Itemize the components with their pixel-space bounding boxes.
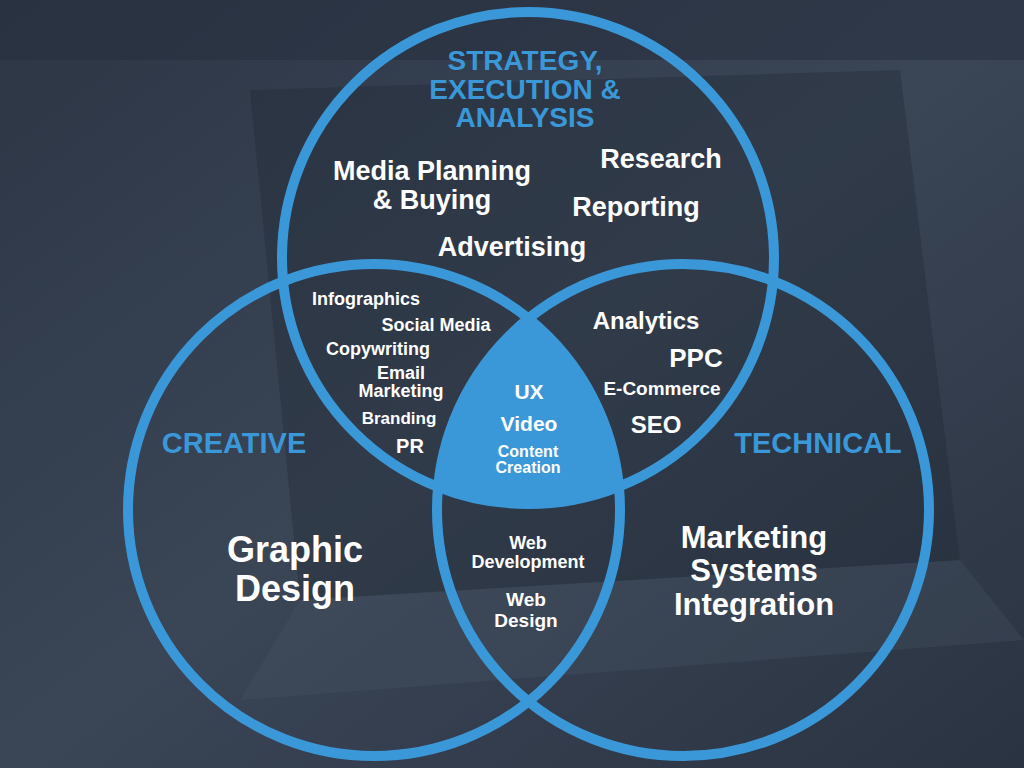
service-label: Video xyxy=(489,413,569,436)
service-label: Content Creation xyxy=(483,444,573,476)
circle-outline xyxy=(123,259,625,761)
overlap-service-label: Branding xyxy=(349,410,449,428)
overlap-service-label: Infographics xyxy=(296,290,436,309)
circle-heading: CREATIVE xyxy=(134,428,334,459)
service-label: Marketing Systems Integration xyxy=(662,521,847,621)
circle-outline xyxy=(432,259,934,761)
service-label: Reporting xyxy=(536,193,736,222)
overlap-service-label: Web Design xyxy=(486,590,566,631)
overlap-region: UX VideoContent Creation xyxy=(452,340,604,490)
venn-circle: TECHNICAL Marketing Systems Integration xyxy=(432,259,934,761)
service-label: Advertising xyxy=(402,233,622,262)
service-label: Research xyxy=(561,145,761,174)
service-label: UX xyxy=(499,381,559,404)
overlap-service-label: Analytics xyxy=(576,308,716,334)
service-label: Media Planning & Buying xyxy=(325,157,540,215)
overlap-service-label: PPC xyxy=(656,344,736,372)
overlap-service-label: Copywriting xyxy=(308,340,448,359)
overlap-service-label: Email Marketing xyxy=(354,364,449,400)
venn-circle: CREATIVE Graphic Design xyxy=(123,259,625,761)
overlap-service-label: Web Development xyxy=(463,534,593,573)
service-label: Graphic Design xyxy=(205,531,385,609)
overlap-service-label: Social Media xyxy=(366,316,506,335)
overlap-service-label: E-Commerce xyxy=(592,379,732,400)
circle-heading: STRATEGY, EXECUTION & ANALYSIS xyxy=(418,47,633,133)
overlap-service-label: PR xyxy=(385,436,435,458)
overlap-service-label: SEO xyxy=(616,412,696,438)
circle-heading: TECHNICAL xyxy=(708,428,928,459)
